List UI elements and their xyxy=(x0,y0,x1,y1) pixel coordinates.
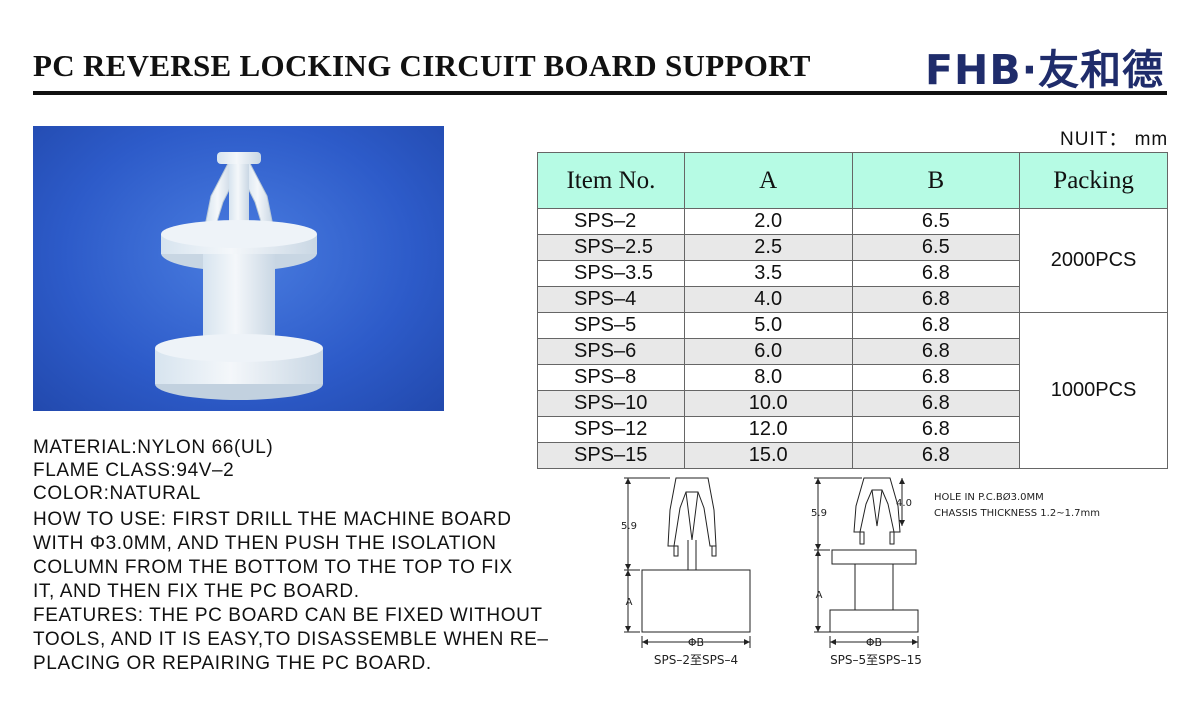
cell-item: SPS–10 xyxy=(537,390,685,417)
drawing-sps-2-4 xyxy=(624,477,751,648)
cell-b: 6.8 xyxy=(851,416,1021,443)
spec-flame-class: FLAME CLASS:94V–2 xyxy=(33,460,235,481)
cell-a: 4.0 xyxy=(683,286,853,313)
cell-b: 6.8 xyxy=(851,260,1021,287)
cell-item: SPS–12 xyxy=(537,416,685,443)
cell-a: 2.5 xyxy=(683,234,853,261)
howto-line: IT, AND THEN FIX THE PC BOARD. xyxy=(33,581,360,602)
header-b: B xyxy=(851,152,1021,209)
dimension-drawings: 5.9 A ΦB SPS–2至SPS–4 5.9 4.0 A ΦB SPS–5至… xyxy=(621,477,1100,667)
features-line: TOOLS, AND IT IS EASY,TO DISASSEMBLE WHE… xyxy=(33,629,549,650)
cell-b: 6.8 xyxy=(851,442,1021,469)
table-row: SPS–6 6.0 6.8 xyxy=(537,338,1168,365)
cell-item: SPS–8 xyxy=(537,364,685,391)
dim-top-right: 4.0 xyxy=(896,498,912,509)
cell-packing: 2000PCS xyxy=(1019,208,1168,313)
cell-b: 6.8 xyxy=(851,364,1021,391)
table-row: SPS–15 15.0 6.8 xyxy=(537,442,1168,469)
dim-b-right: ΦB xyxy=(866,636,882,649)
cell-item: SPS–15 xyxy=(537,442,685,469)
cell-b: 6.8 xyxy=(851,312,1021,339)
spec-table: Item No. A B Packing SPS–2 2.0 6.5 2000P… xyxy=(537,152,1168,469)
cell-a: 8.0 xyxy=(683,364,853,391)
table-header-row: Item No. A B Packing xyxy=(537,152,1168,209)
material-specs: MATERIAL:NYLON 66(UL) FLAME CLASS:94V–2 … xyxy=(33,436,273,505)
cell-a: 10.0 xyxy=(683,390,853,417)
cell-a: 6.0 xyxy=(683,338,853,365)
header-a: A xyxy=(683,152,853,209)
cell-a: 5.0 xyxy=(683,312,853,339)
features-line: FEATURES: THE PC BOARD CAN BE FIXED WITH… xyxy=(33,605,543,626)
table-row: SPS–12 12.0 6.8 xyxy=(537,416,1168,443)
caption-right: SPS–5至SPS–15 xyxy=(830,653,922,667)
page-title: PC REVERSE LOCKING CIRCUIT BOARD SUPPORT xyxy=(33,48,811,83)
features-line: PLACING OR REPAIRING THE PC BOARD. xyxy=(33,653,432,674)
cell-a: 2.0 xyxy=(683,208,853,235)
dim-b-left: ΦB xyxy=(688,636,704,649)
cell-b: 6.8 xyxy=(851,338,1021,365)
table-row: SPS–2.5 2.5 6.5 xyxy=(537,234,1168,261)
cell-b: 6.5 xyxy=(851,208,1021,235)
cell-item: SPS–3.5 xyxy=(537,260,685,287)
table-row: SPS–4 4.0 6.8 xyxy=(537,286,1168,313)
dim-a-left: A xyxy=(626,597,633,608)
product-photo xyxy=(33,126,444,411)
cell-a: 3.5 xyxy=(683,260,853,287)
cell-b: 6.8 xyxy=(851,286,1021,313)
cell-a: 15.0 xyxy=(683,442,853,469)
cell-item: SPS–5 xyxy=(537,312,685,339)
product-photo-art xyxy=(155,152,323,400)
spec-material: MATERIAL:NYLON 66(UL) xyxy=(33,437,274,458)
table-row: SPS–2 2.0 6.5 2000PCS xyxy=(537,208,1168,313)
cell-item: SPS–4 xyxy=(537,286,685,313)
header-item-no: Item No. xyxy=(537,152,685,209)
brand-logo: FHB·友和德 xyxy=(925,46,1165,94)
cell-item: SPS–2 xyxy=(537,208,685,235)
table-row: SPS–3.5 3.5 6.8 xyxy=(537,260,1168,287)
howto-line: HOW TO USE: FIRST DRILL THE MACHINE BOAR… xyxy=(33,509,512,530)
header-divider xyxy=(33,91,1167,95)
usage-description: HOW TO USE: FIRST DRILL THE MACHINE BOAR… xyxy=(33,508,563,676)
dim-height-left: 5.9 xyxy=(621,521,637,532)
cell-b: 6.8 xyxy=(851,390,1021,417)
howto-line: WITH Φ3.0MM, AND THEN PUSH THE ISOLATION xyxy=(33,533,497,554)
table-row: SPS–5 5.0 6.8 1000PCS xyxy=(537,312,1168,469)
dim-height-right: 5.9 xyxy=(811,508,827,519)
drawing-sps-5-15 xyxy=(814,477,919,648)
cell-item: SPS–6 xyxy=(537,338,685,365)
unit-label: NUIT： mm xyxy=(1060,129,1169,150)
cell-packing: 1000PCS xyxy=(1019,312,1168,469)
caption-left: SPS–2至SPS–4 xyxy=(654,653,738,667)
table-row: SPS–8 8.0 6.8 xyxy=(537,364,1168,391)
dim-a-right: A xyxy=(816,590,823,601)
spec-color: COLOR:NATURAL xyxy=(33,483,201,504)
cell-item: SPS–2.5 xyxy=(537,234,685,261)
cell-a: 12.0 xyxy=(683,416,853,443)
howto-line: COLUMN FROM THE BOTTOM TO THE TOP TO FIX xyxy=(33,557,513,578)
cell-b: 6.5 xyxy=(851,234,1021,261)
note-chassis: CHASSIS THICKNESS 1.2~1.7mm xyxy=(934,508,1100,519)
table-row: SPS–10 10.0 6.8 xyxy=(537,390,1168,417)
header-packing: Packing xyxy=(1019,152,1168,209)
note-hole: HOLE IN P.C.BØ3.0MM xyxy=(934,491,1044,503)
